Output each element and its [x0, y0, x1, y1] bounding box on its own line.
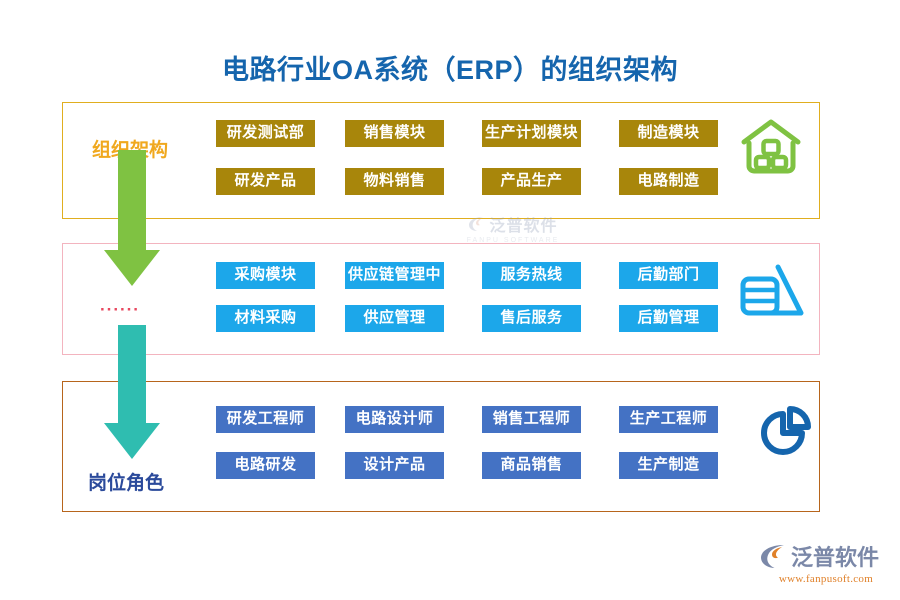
row-frame-organization-structure [62, 102, 820, 219]
item-box-logistics-management[interactable]: 后勤管理 [619, 305, 718, 332]
item-box-goods-sales[interactable]: 商品销售 [482, 452, 581, 479]
arrow-head [104, 250, 160, 286]
module-box-production-plan-module[interactable]: 生产计划模块 [482, 120, 581, 147]
brand-name: 泛普软件 [791, 545, 880, 570]
house-icon [740, 118, 802, 179]
item-box-circuit-rd[interactable]: 电路研发 [216, 452, 315, 479]
row-label-middle-tier: ······ [100, 300, 140, 319]
item-box-circuit-manufacture[interactable]: 电路制造 [619, 168, 718, 195]
arrow-teal-down [104, 325, 160, 459]
item-box-after-sales-service[interactable]: 售后服务 [482, 305, 581, 332]
brand-logo: 泛普软件 www.fanpusoft.com [760, 540, 892, 585]
module-box-purchasing-module[interactable]: 采购模块 [216, 262, 315, 289]
pie-chart-icon [752, 404, 814, 467]
item-box-material-sales[interactable]: 物料销售 [345, 168, 444, 195]
arrow-shaft [118, 325, 146, 423]
item-box-research-product[interactable]: 研发产品 [216, 168, 315, 195]
module-box-sales-engineer[interactable]: 销售工程师 [482, 406, 581, 433]
item-box-material-purchase[interactable]: 材料采购 [216, 305, 315, 332]
page-title: 电路行业OA系统（ERP）的组织架构 [221, 55, 678, 85]
row-frame-job-roles [62, 381, 820, 512]
item-box-product-production[interactable]: 产品生产 [482, 168, 581, 195]
brand-url: www.fanpusoft.com [778, 573, 874, 585]
arrow-shaft [118, 150, 146, 250]
module-box-supply-chain-management-center[interactable]: 供应链管理中心 [345, 262, 444, 289]
module-box-research-test-dept[interactable]: 研发测试部 [216, 120, 315, 147]
module-box-production-engineer[interactable]: 生产工程师 [619, 406, 718, 433]
module-box-service-hotline[interactable]: 服务热线 [482, 262, 581, 289]
module-box-logistics-dept[interactable]: 后勤部门 [619, 262, 718, 289]
brand-row: 泛普软件 [760, 540, 892, 572]
module-box-rd-engineer[interactable]: 研发工程师 [216, 406, 315, 433]
item-box-production-manufacture[interactable]: 生产制造 [619, 452, 718, 479]
item-box-design-product[interactable]: 设计产品 [345, 452, 444, 479]
fanpu-logo-icon [761, 544, 784, 568]
arrow-head [104, 423, 160, 459]
module-box-sales-module[interactable]: 销售模块 [345, 120, 444, 147]
item-box-supply-management[interactable]: 供应管理 [345, 305, 444, 332]
arrow-green-down [104, 150, 160, 286]
row-frame-middle-tier [62, 243, 820, 355]
pyramid-chart-icon [738, 260, 806, 325]
module-box-circuit-designer[interactable]: 电路设计师 [345, 406, 444, 433]
row-label-job-roles: 岗位角色 [88, 473, 165, 494]
module-box-manufacturing-module[interactable]: 制造模块 [619, 120, 718, 147]
